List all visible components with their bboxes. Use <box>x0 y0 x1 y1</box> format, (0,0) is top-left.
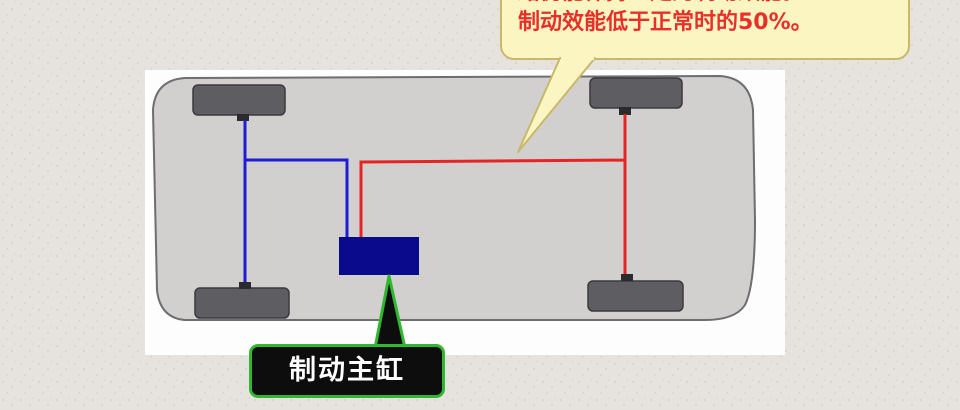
master-cylinder <box>339 237 419 275</box>
callout-text-line-1: 路仍能保持一定的制动效能。 <box>518 0 892 8</box>
rear-right-wheel-cylinder <box>621 274 633 281</box>
master-cylinder-label: 制动主缸 <box>249 344 445 398</box>
front-left-tire <box>192 84 286 116</box>
rear-right-tire <box>587 280 684 312</box>
car-body <box>151 74 757 321</box>
brake-circuit-diagram <box>145 70 785 355</box>
front-left-wheel-cylinder <box>237 114 249 121</box>
rear-left-wheel-cylinder <box>619 107 631 115</box>
front-right-wheel-cylinder <box>239 282 251 289</box>
rear-left-tire <box>589 77 683 109</box>
callout-bubble: 路仍能保持一定的制动效能。 制动效能低于正常时的50%。 <box>500 0 910 60</box>
rear-brake-circuit <box>359 114 627 274</box>
front-brake-circuit <box>243 120 349 282</box>
callout-text-line-2: 制动效能低于正常时的50%。 <box>518 10 813 35</box>
front-right-tire <box>194 287 290 319</box>
